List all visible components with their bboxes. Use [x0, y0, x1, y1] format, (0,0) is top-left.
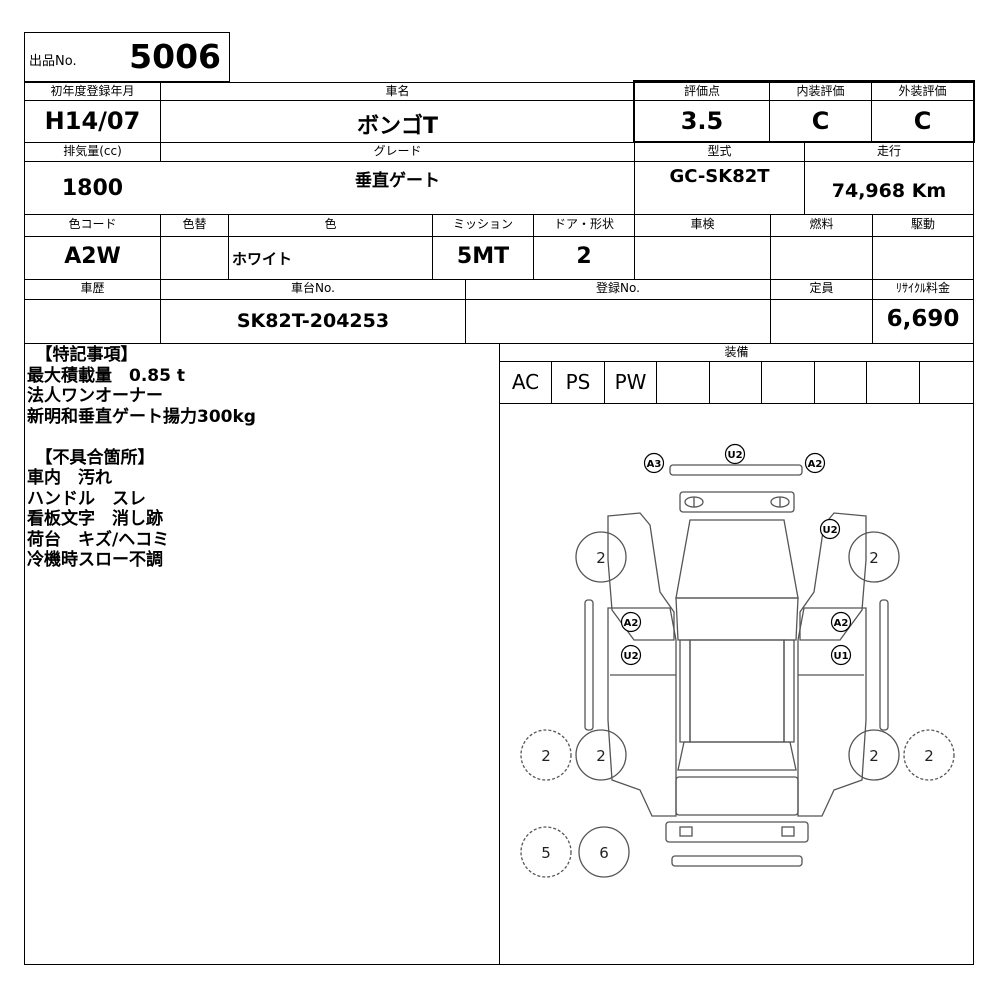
recycle-value: 6,690 — [886, 306, 960, 332]
note-line: 車内 汚れ — [27, 468, 112, 488]
header-exterior: 外装評価 — [898, 84, 947, 98]
note-line: 冷機時スロー不調 — [27, 550, 163, 570]
model-type-value: GC-SK82T — [669, 166, 770, 187]
header-door-shape: ドア・形状 — [553, 217, 614, 231]
car-name-value: ボンゴT — [356, 114, 438, 139]
equipment-cell: AC — [511, 370, 540, 394]
interior-value: C — [811, 107, 830, 135]
header-inspection: 車検 — [690, 217, 715, 231]
damage-mark-cab-right: U2 — [822, 525, 837, 536]
first-reg-value: H14/07 — [44, 107, 141, 135]
damage-mark-front-right: A2 — [808, 459, 823, 470]
note-line: 新明和垂直ゲート揚力300kg — [27, 406, 256, 427]
score-box — [633, 80, 975, 143]
tire-rear-left-inner: 2 — [596, 747, 606, 765]
equipment-cell: PW — [614, 370, 647, 394]
header-color-change: 色替 — [182, 217, 207, 231]
spare-tire-1: 5 — [541, 844, 551, 862]
header-chassis-no: 車台No. — [291, 281, 335, 295]
color-code-value: A2W — [64, 244, 121, 269]
note-line — [27, 427, 497, 448]
mileage-value: 74,968 Km — [831, 180, 947, 202]
header-color-code: 色コード — [68, 217, 117, 231]
notes-section: 【特記事項】 最大積載量 0.85 t 法人ワンオーナー 新明和垂直ゲート揚力3… — [27, 345, 497, 571]
note-line: 法人ワンオーナー — [27, 386, 163, 406]
header-interior: 内装評価 — [796, 84, 845, 98]
header-color: 色 — [324, 217, 337, 231]
header-reg-no: 登録No. — [596, 281, 640, 295]
header-displacement: 排気量(cc) — [63, 144, 122, 158]
spare-tire-2: 6 — [599, 844, 609, 862]
header-first-reg: 初年度登録年月 — [50, 84, 135, 98]
door-shape-value: 2 — [576, 244, 592, 269]
damage-mark-left-lower: U2 — [623, 651, 638, 662]
displacement-value: 1800 — [61, 176, 124, 201]
score-value: 3.5 — [680, 107, 724, 135]
note-line: 看板文字 消し跡 — [27, 509, 163, 529]
damage-mark-right-upper: A2 — [834, 618, 849, 629]
note-line: 【特記事項】 — [27, 345, 138, 365]
tire-rear-right-inner: 2 — [869, 747, 879, 765]
header-mileage: 走行 — [876, 144, 901, 158]
header-mission: ミッション — [452, 217, 513, 231]
header-model-type: 型式 — [707, 144, 732, 158]
header-fuel: 燃料 — [809, 217, 834, 231]
note-line: 最大積載量 0.85 t — [27, 365, 185, 386]
header-drive: 駆動 — [910, 217, 935, 231]
damage-mark-front-center: U2 — [727, 450, 742, 461]
header-history: 車歴 — [80, 281, 105, 295]
lot-number: 5006 — [129, 37, 221, 76]
tire-front-left: 2 — [596, 549, 606, 567]
color-value: ホワイト — [232, 250, 293, 268]
tire-rear-right-outer: 2 — [924, 747, 934, 765]
grade-value: 垂直ゲート — [355, 171, 440, 191]
lot-label: 出品No. — [29, 54, 77, 69]
note-line: 【不具合箇所】 — [27, 447, 155, 468]
tire-front-right: 2 — [869, 549, 879, 567]
header-score: 評価点 — [683, 84, 720, 98]
exterior-value: C — [913, 107, 932, 135]
tire-rear-left-outer: 2 — [541, 747, 551, 765]
lot-box: 出品No. 5006 — [24, 32, 230, 82]
damage-mark-left-upper: A2 — [624, 618, 639, 629]
header-car-name: 車名 — [385, 84, 410, 98]
header-equipment: 装備 — [724, 345, 749, 359]
chassis-no-value: SK82T-204253 — [236, 310, 390, 332]
damage-mark-right-lower: U1 — [833, 651, 848, 662]
damage-mark-front-left: A3 — [647, 459, 662, 470]
note-line: ハンドル スレ — [27, 488, 146, 509]
header-recycle: ﾘｻｲｸﾙ料金 — [895, 281, 950, 295]
mission-value: 5MT — [456, 244, 510, 269]
header-capacity: 定員 — [809, 281, 834, 295]
header-grade: グレード — [373, 144, 422, 158]
equipment-cell: PS — [565, 370, 591, 394]
car-damage-diagram: 2 2 2 2 2 2 5 6 A3 U2 A2 U2 A2 U2 A2 U1 — [520, 443, 955, 878]
note-line: 荷台 キズ/ヘコミ — [27, 529, 170, 550]
